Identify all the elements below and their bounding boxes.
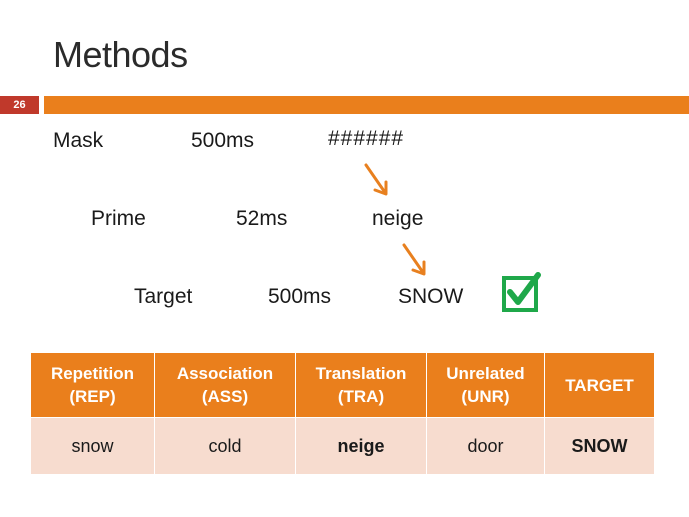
- slide-number-badge: 26: [0, 96, 39, 114]
- mask-stimulus: ######: [328, 127, 405, 150]
- target-stimulus: SNOW: [398, 285, 464, 308]
- conditions-table: Repetition (REP) Association (ASS) Trans…: [30, 352, 655, 475]
- header-unrelated: Unrelated (UNR): [426, 352, 545, 418]
- mask-duration: 500ms: [191, 129, 255, 152]
- checkbox-checked-icon: [502, 272, 541, 312]
- cell-target: SNOW: [544, 417, 655, 475]
- mask-label: Mask: [53, 129, 104, 152]
- arrow-down-right-icon: [364, 163, 388, 196]
- prime-label: Prime: [91, 207, 146, 230]
- page-title: Methods: [53, 34, 188, 75]
- header-association: Association (ASS): [154, 352, 296, 418]
- header-translation: Translation (TRA): [295, 352, 427, 418]
- prime-duration: 52ms: [236, 207, 288, 230]
- header-target: TARGET: [544, 352, 655, 418]
- target-label: Target: [134, 285, 193, 308]
- cell-association: cold: [154, 417, 296, 475]
- title-divider-bar: [44, 96, 689, 114]
- cell-translation: neige: [295, 417, 427, 475]
- prime-stimulus: neige: [372, 207, 424, 230]
- cell-repetition: snow: [30, 417, 155, 475]
- target-duration: 500ms: [268, 285, 332, 308]
- table-row: snow cold neige door SNOW: [30, 417, 655, 475]
- arrow-down-right-icon: [402, 243, 426, 276]
- cell-unrelated: door: [426, 417, 545, 475]
- header-repetition: Repetition (REP): [30, 352, 155, 418]
- table-header-row: Repetition (REP) Association (ASS) Trans…: [30, 352, 655, 418]
